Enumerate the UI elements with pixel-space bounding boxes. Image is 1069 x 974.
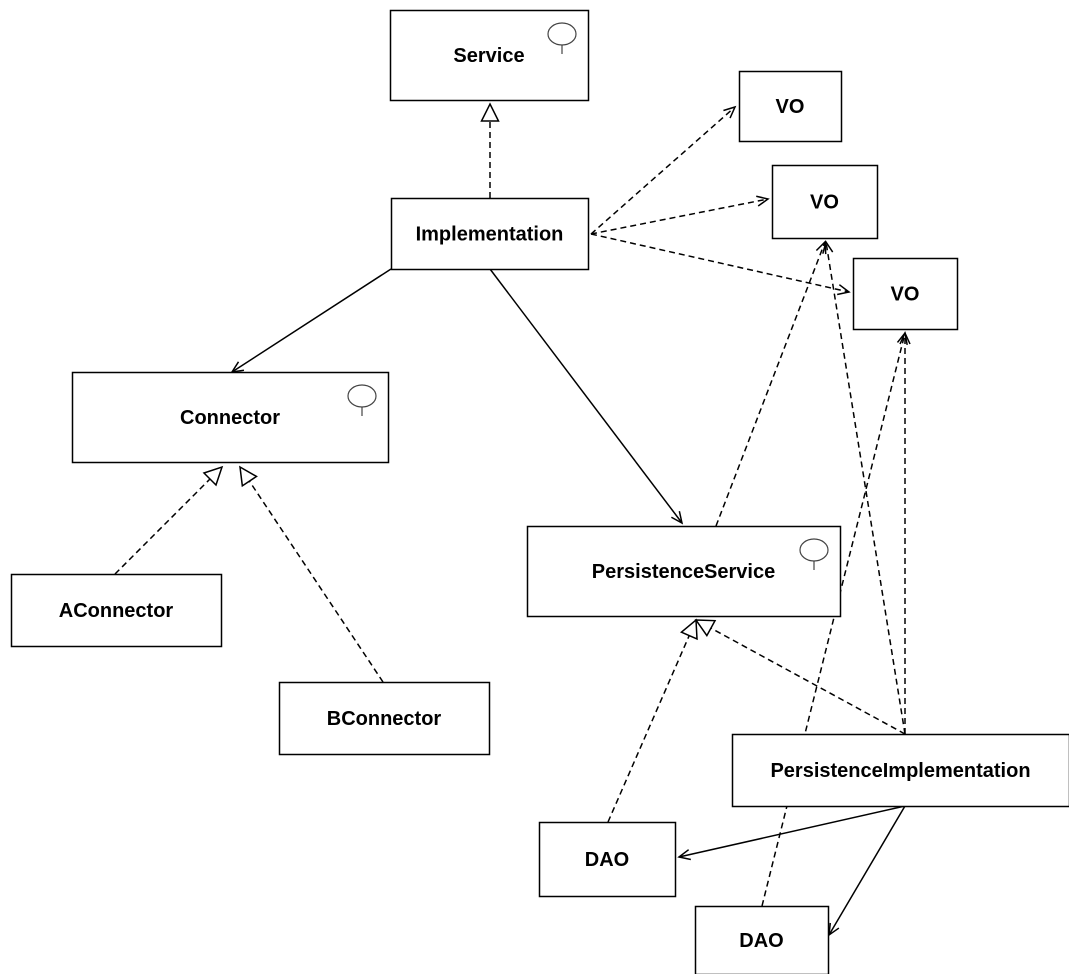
edge-line: [715, 241, 826, 527]
class-box-vo3[interactable]: VO: [852, 257, 959, 331]
edge-line: [590, 198, 769, 235]
realization-arrowhead: [239, 465, 258, 488]
class-box-border: [538, 821, 677, 898]
open-arrowhead: [815, 240, 827, 255]
realization-arrowhead: [680, 618, 698, 641]
association-edge-persistence-implementation-to-dao2: [828, 805, 906, 937]
edge-line: [607, 635, 690, 823]
edge-line: [114, 478, 211, 575]
edge-line: [231, 268, 392, 373]
class-name-label: VO: [776, 96, 805, 118]
edge-line: [761, 332, 906, 907]
class-box-border: [852, 257, 959, 331]
class-box-border: [731, 733, 1069, 808]
class-box-implementation[interactable]: Implementation: [390, 197, 590, 271]
open-arrowhead: [756, 195, 770, 207]
realization-arrowhead: [480, 102, 500, 122]
dependency-edge-implementation-to-vo3: [590, 233, 851, 296]
edge-line: [710, 627, 906, 735]
dependency-edge-dao2-to-vo3: [761, 331, 908, 907]
dependency-edge-persistence-implementation-to-vo2: [822, 240, 906, 735]
realization-edge-bconnector-to-connector: [239, 465, 384, 683]
class-box-border: [738, 70, 843, 143]
open-arrowhead: [677, 849, 691, 861]
edges-layer: [114, 102, 911, 937]
class-name-label: Implementation: [416, 224, 564, 246]
class-box-connector[interactable]: Connector: [71, 371, 390, 464]
class-name-label: DAO: [585, 849, 629, 871]
edge-line: [489, 268, 683, 524]
realization-arrowhead: [202, 465, 224, 487]
interface-lollipop-icon: [799, 538, 829, 570]
open-arrowhead: [230, 361, 245, 373]
edge-line: [590, 233, 850, 293]
class-box-service[interactable]: Service: [389, 9, 590, 102]
class-box-vo1[interactable]: VO: [738, 70, 843, 143]
class-name-label: VO: [891, 284, 920, 306]
open-arrowhead: [822, 240, 834, 254]
dependency-edge-persistence-service-to-vo2: [715, 240, 827, 527]
class-box-vo2[interactable]: VO: [771, 164, 879, 240]
class-box-border: [771, 164, 879, 240]
realization-edge-implementation-to-service: [480, 102, 500, 198]
association-edge-persistence-implementation-to-dao1: [677, 805, 906, 861]
interface-lollipop-icon: [547, 22, 577, 54]
class-name-label: VO: [810, 192, 839, 214]
dependency-edge-implementation-to-vo1: [590, 105, 737, 235]
class-name-label: BConnector: [327, 708, 442, 730]
edge-line: [825, 241, 906, 735]
edge-line: [248, 480, 384, 683]
class-box-persistence-implementation[interactable]: PersistenceImplementation: [731, 733, 1069, 808]
class-box-border: [526, 525, 842, 618]
edge-line: [828, 805, 906, 936]
class-box-border: [278, 681, 491, 756]
class-name-label: DAO: [739, 930, 783, 952]
class-name-label: Service: [453, 45, 524, 67]
open-arrowhead: [671, 511, 684, 525]
open-arrowhead: [896, 331, 908, 346]
class-box-dao2[interactable]: DAO: [694, 905, 830, 974]
class-box-border: [390, 197, 590, 271]
class-name-label: AConnector: [59, 600, 174, 622]
class-box-persistence-service[interactable]: PersistenceService: [526, 525, 842, 618]
association-edge-implementation-to-persistence-service: [489, 268, 684, 525]
class-box-dao1[interactable]: DAO: [538, 821, 677, 898]
open-arrowhead: [828, 922, 840, 937]
dependency-edge-persistence-implementation-to-vo3: [899, 331, 911, 734]
realization-edge-dao1-to-persistence-service: [607, 618, 698, 823]
realization-edge-aconnector-to-connector: [114, 465, 224, 575]
class-name-label: Connector: [180, 407, 280, 429]
class-name-label: PersistenceService: [592, 561, 775, 583]
edge-line: [590, 106, 736, 235]
class-box-border: [71, 371, 390, 464]
class-box-border: [694, 905, 830, 974]
class-name-label: PersistenceImplementation: [770, 760, 1030, 782]
interface-lollipop-icon: [347, 384, 377, 416]
realization-edge-persistence-implementation-to-persistence-service: [694, 619, 906, 735]
class-box-aconnector[interactable]: AConnector: [10, 573, 223, 648]
edge-line: [678, 805, 906, 858]
class-box-border: [10, 573, 223, 648]
open-arrowhead: [723, 105, 737, 119]
open-arrowhead: [837, 284, 851, 296]
class-box-bconnector[interactable]: BConnector: [278, 681, 491, 756]
realization-arrowhead: [694, 619, 717, 638]
dependency-edge-implementation-to-vo2: [590, 195, 770, 235]
association-edge-implementation-to-connector: [230, 268, 392, 373]
